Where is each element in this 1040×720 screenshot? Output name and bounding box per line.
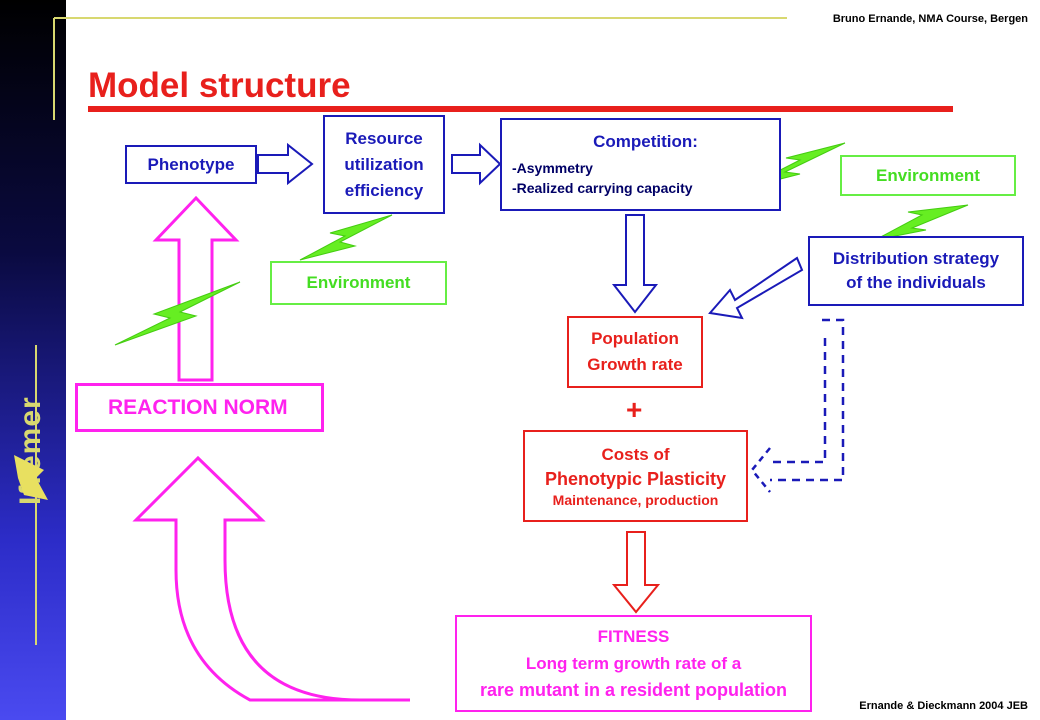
competition-box: Competition: -Asymmetry -Realized carryi… xyxy=(500,118,781,211)
fitness-line-3: rare mutant in a resident population xyxy=(479,680,788,700)
arrow-reactionnorm-to-phenotype xyxy=(152,195,240,382)
costs-subtitle: Maintenance, production xyxy=(552,492,719,508)
costs-line-2: Phenotypic Plasticity xyxy=(544,469,727,489)
population-line-1: Population xyxy=(591,329,679,348)
reference: Ernande & Dieckmann 2004 JEB xyxy=(859,700,1028,712)
competition-title: Competition: xyxy=(593,131,698,151)
author-line: Bruno Ernande, NMA Course, Bergen xyxy=(832,13,1028,25)
arrow-competition-to-population xyxy=(611,214,659,314)
page-title: Model structure xyxy=(88,66,351,105)
environment-box-left: Environment xyxy=(270,261,447,305)
environment-left-label: Environment xyxy=(306,273,411,292)
distribution-line-1: Distribution strategy xyxy=(832,249,1000,268)
environment-right-label: Environment xyxy=(876,165,980,185)
fitness-line-2: Long term growth rate of a xyxy=(525,654,742,673)
reaction-norm-box: REACTION NORM xyxy=(75,383,324,432)
resource-line-1: Resource xyxy=(345,128,423,148)
population-line-2: Growth rate xyxy=(587,355,683,374)
phenotype-label: Phenotype xyxy=(147,154,235,174)
distribution-line-2: of the individuals xyxy=(846,273,986,292)
costs-line-1: Costs of xyxy=(601,445,670,464)
resource-line-3: efficiency xyxy=(344,180,424,200)
arrow-phenotype-to-resource xyxy=(257,142,314,186)
dashed-arrow-distribution-to-costs xyxy=(770,318,845,482)
population-box: Population Growth rate xyxy=(567,316,703,388)
arrow-resource-to-competition xyxy=(451,142,502,186)
arrow-distribution-to-population xyxy=(708,256,804,320)
phenotype-box: Phenotype xyxy=(125,145,257,184)
lightning-icon-left-2 xyxy=(114,281,241,346)
plus-sign: + xyxy=(626,394,643,425)
distribution-box: Distribution strategy of the individuals xyxy=(808,236,1024,306)
competition-item-2: -Realized carrying capacity xyxy=(512,179,693,196)
fitness-line-1: FITNESS xyxy=(597,627,670,646)
competition-item-1: -Asymmetry xyxy=(512,159,593,176)
reaction-norm-label: REACTION NORM xyxy=(108,395,288,419)
lightning-icon-right-2 xyxy=(874,204,969,241)
costs-box: Costs of Phenotypic Plasticity Maintenan… xyxy=(523,430,748,522)
arrow-fitness-to-reactionnorm xyxy=(132,455,410,702)
resource-box: Resource utilization efficiency xyxy=(323,115,445,214)
lightning-icon-left-1 xyxy=(299,214,393,261)
arrow-costs-to-fitness xyxy=(611,531,661,614)
environment-box-right: Environment xyxy=(840,155,1016,196)
bird-icon xyxy=(14,455,48,500)
resource-line-2: utilization xyxy=(344,154,424,174)
fitness-box: FITNESS Long term growth rate of a rare … xyxy=(455,615,812,712)
